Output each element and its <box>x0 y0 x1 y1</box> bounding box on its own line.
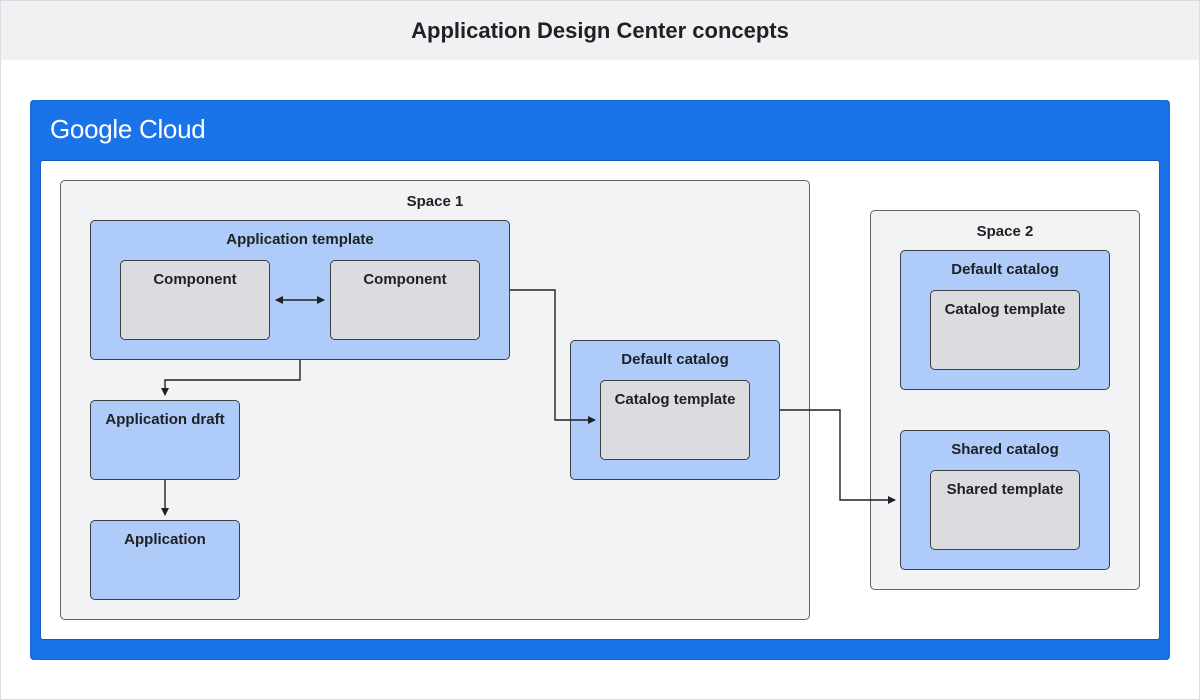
space-2-catalog-template: Catalog template <box>930 290 1080 370</box>
application-draft: Application draft <box>90 400 240 480</box>
space-1-catalog-template: Catalog template <box>600 380 750 460</box>
application-draft-label: Application draft <box>105 411 225 428</box>
space-1-label: Space 1 <box>406 193 464 210</box>
application-label: Application <box>124 531 206 548</box>
application: Application <box>90 520 240 600</box>
shared-catalog-label: Shared catalog <box>951 441 1059 458</box>
component-label-left: Component <box>153 271 237 288</box>
diagram-title: Application Design Center concepts <box>1 1 1199 60</box>
shared-template-label: Shared template <box>946 481 1064 498</box>
space-1-default-catalog-label: Default catalog <box>621 351 729 368</box>
component-box-right: Component <box>330 260 480 340</box>
space-2-catalog-template-label: Catalog template <box>944 301 1066 318</box>
space-2-label: Space 2 <box>976 223 1034 240</box>
space-2-default-catalog-label: Default catalog <box>951 261 1059 278</box>
shared-template: Shared template <box>930 470 1080 550</box>
application-template-label: Application template <box>226 231 374 248</box>
component-box-left: Component <box>120 260 270 340</box>
google-cloud-logo: Google Cloud <box>50 113 206 144</box>
space-1-catalog-template-label: Catalog template <box>614 391 736 408</box>
component-label-right: Component <box>363 271 447 288</box>
